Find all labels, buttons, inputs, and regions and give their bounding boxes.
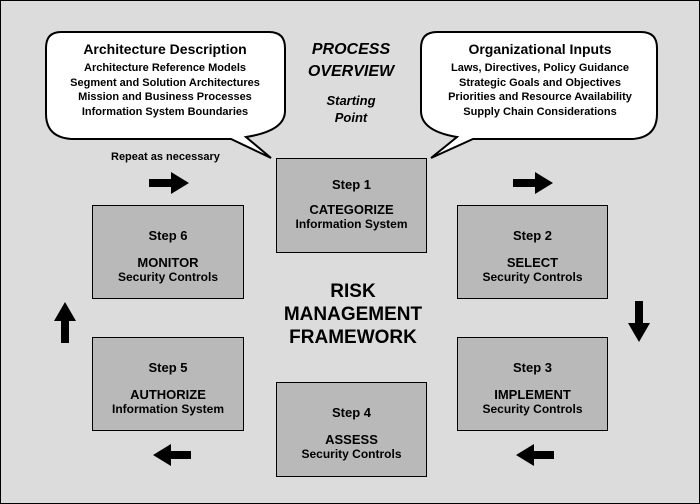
starting-point-line: Point [334,110,368,125]
step-number: Step 6 [148,228,188,243]
step-number: Step 2 [512,228,552,243]
step-number: Step 1 [331,177,371,192]
step-desc: Security Controls [301,447,402,461]
step-3-box: Step 3 IMPLEMENT Security Controls [457,337,608,431]
framework-title: RISK MANAGEMENT FRAMEWORK [263,280,443,349]
architecture-description-title: Architecture Description [83,41,247,57]
architecture-item: Architecture Reference Models [84,62,246,74]
step-name: SELECT [506,255,559,270]
starting-point-label: Starting Point [291,92,411,126]
architecture-bubble-shape [45,31,286,159]
step-number: Step 5 [148,360,188,375]
step-number: Step 4 [331,405,371,420]
step-desc: Information System [111,402,225,416]
organizational-item: Strategic Goals and Objectives [458,76,621,89]
step-desc: Security Controls [482,402,583,416]
framework-title-line: MANAGEMENT [283,304,423,325]
step-4-box: Step 4 ASSESS Security Controls [276,382,427,477]
organizational-item: Priorities and Resource Availability [448,91,632,103]
organizational-inputs-title: Organizational Inputs [468,41,612,57]
organizational-item: Laws, Directives, Policy Guidance [451,62,629,74]
organizational-bubble-shape [420,31,658,159]
process-overview-line: OVERVIEW [307,63,395,80]
architecture-description: Architecture Description Architecture Re… [51,41,279,119]
arrow-left-icon [153,444,191,466]
step-1-box: Step 1 CATEGORIZE Information System [276,158,427,253]
step-name: CATEGORIZE [309,202,394,217]
arrow-up-icon [54,302,76,343]
step-name: MONITOR [137,255,199,270]
arrow-left-icon [516,444,554,466]
framework-title-line: FRAMEWORK [289,327,417,348]
repeat-note: Repeat as necessary [111,151,220,163]
step-2-box: Step 2 SELECT Security Controls [457,205,608,299]
step-desc: Security Controls [482,270,583,284]
step-desc: Security Controls [117,270,219,284]
step-desc: Information System [295,217,408,231]
process-overview-line: PROCESS [311,41,391,58]
step-number: Step 3 [512,360,552,375]
arrow-right-icon [149,172,189,194]
starting-point-line: Starting [326,93,376,108]
organizational-item: Supply Chain Considerations [463,105,617,118]
step-5-box: Step 5 AUTHORIZE Information System [92,337,244,431]
architecture-item: Mission and Business Processes [78,91,252,103]
architecture-item: Information System Boundaries [81,105,249,118]
organizational-inputs: Organizational Inputs Laws, Directives, … [427,41,653,119]
arrow-right-icon [513,172,553,194]
step-name: AUTHORIZE [130,387,206,402]
step-6-box: Step 6 MONITOR Security Controls [92,205,244,299]
arrow-down-icon [628,301,650,342]
architecture-item: Segment and Solution Architectures [70,76,260,89]
process-overview-title: PROCESS OVERVIEW [291,39,411,83]
framework-title-line: RISK [330,281,376,302]
step-name: ASSESS [325,432,378,447]
step-name: IMPLEMENT [494,387,571,402]
